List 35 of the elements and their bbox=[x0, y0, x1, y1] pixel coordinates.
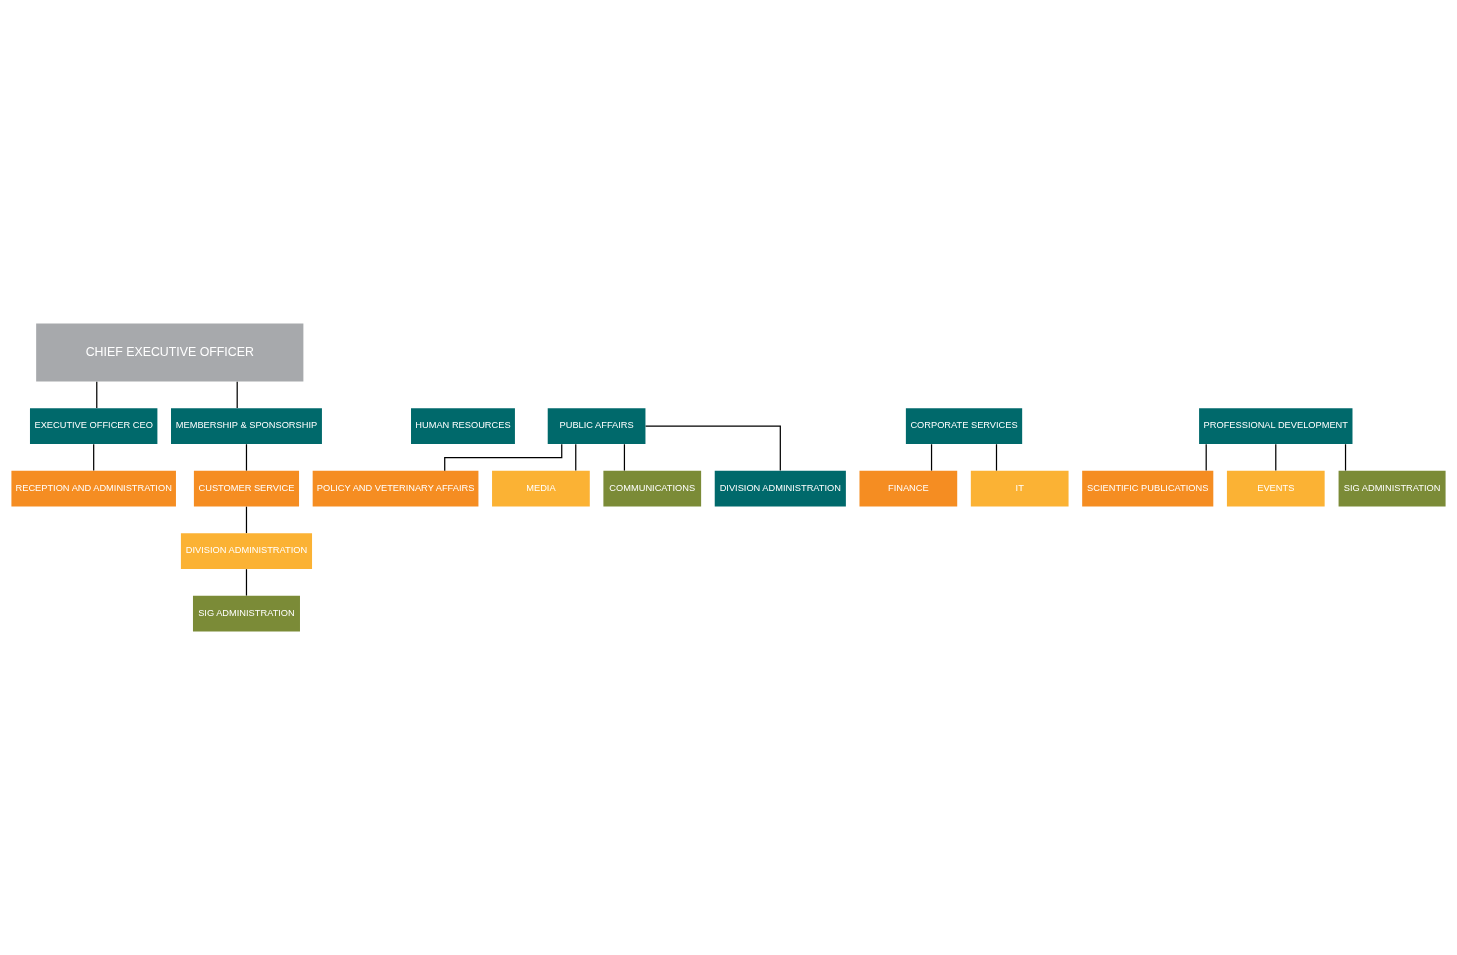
connector bbox=[236, 381, 238, 409]
connector bbox=[1344, 443, 1347, 472]
connector bbox=[245, 506, 248, 534]
node-box: CHIEF EXECUTIVE OFFICER bbox=[36, 323, 304, 382]
connector bbox=[623, 443, 626, 472]
node-box: MEDIA bbox=[492, 470, 590, 507]
node-box: COMMUNICATIONS bbox=[603, 470, 702, 507]
node-box: CORPORATE SERVICES bbox=[905, 408, 1023, 445]
connector bbox=[995, 443, 998, 472]
node-box: PROFESSIONAL DEVELOPMENT bbox=[1199, 408, 1353, 445]
connector bbox=[644, 425, 781, 472]
node-box: IT bbox=[970, 470, 1069, 507]
node-box: RECEPTION AND ADMINISTRATION bbox=[11, 470, 176, 507]
node-box: EXECUTIVE OFFICER CEO bbox=[29, 408, 158, 445]
node-box: SIG ADMINISTRATION bbox=[192, 595, 300, 632]
connector bbox=[93, 443, 95, 472]
node-box: MEMBERSHIP & SPONSORSHIP bbox=[171, 408, 322, 445]
node-box: CUSTOMER SERVICE bbox=[193, 470, 300, 507]
node-box: SCIENTIFIC PUBLICATIONS bbox=[1082, 470, 1214, 507]
node-box: DIVISION ADMINISTRATION bbox=[180, 533, 313, 570]
node-box: FINANCE bbox=[859, 470, 958, 507]
node-box: SIG ADMINISTRATION bbox=[1338, 470, 1446, 507]
node-box: EVENTS bbox=[1226, 470, 1325, 507]
connector bbox=[930, 443, 933, 472]
connector bbox=[444, 443, 563, 472]
node-box: POLICY AND VETERINARY AFFAIRS bbox=[312, 470, 479, 507]
connector bbox=[96, 381, 98, 409]
connector bbox=[575, 443, 577, 472]
connector bbox=[1205, 443, 1207, 472]
node-box: HUMAN RESOURCES bbox=[411, 408, 515, 445]
node-box: DIVISION ADMINISTRATION bbox=[714, 470, 846, 507]
connector bbox=[1275, 443, 1277, 472]
node-box: PUBLIC AFFAIRS bbox=[547, 408, 646, 445]
connector bbox=[245, 568, 248, 597]
connector bbox=[245, 443, 248, 472]
